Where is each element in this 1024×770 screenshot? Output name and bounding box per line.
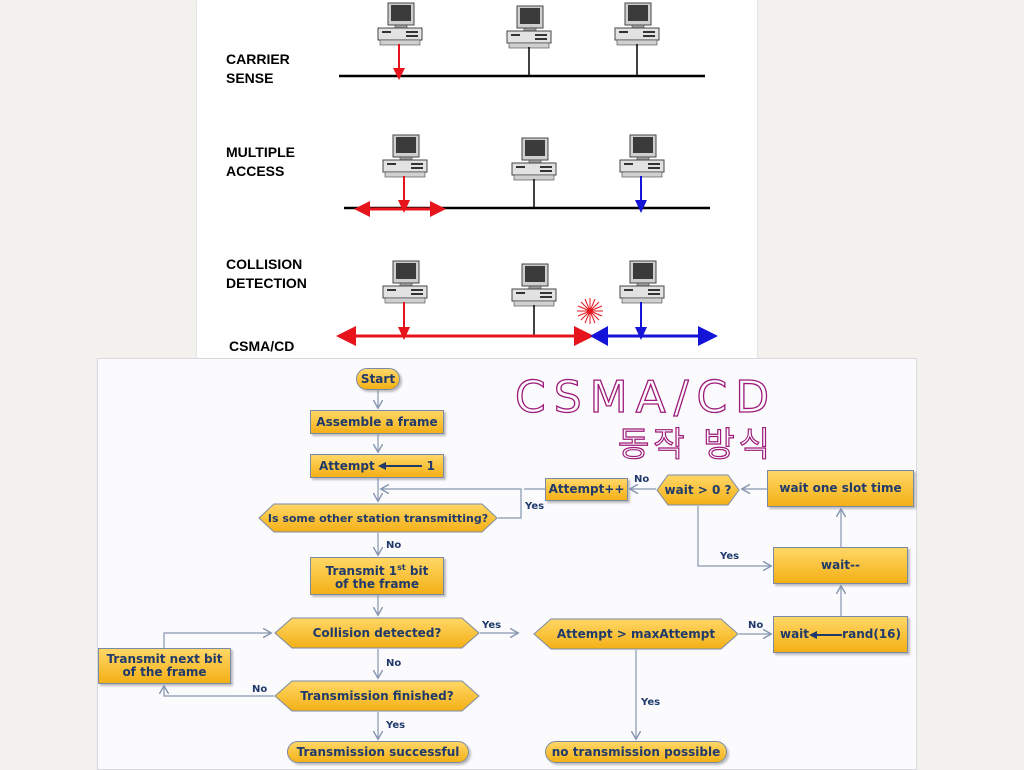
handwritten-annotation: CSMA/CD 동작 방식 xyxy=(514,371,777,465)
edge-label-no: No xyxy=(748,620,764,631)
edge-label-no: No xyxy=(386,540,402,551)
csma-cd-label: CSMA/CD xyxy=(229,338,295,354)
csma-illustration-panel xyxy=(197,0,757,360)
collision-detected-decision: Collision detected? xyxy=(274,617,480,649)
arrow-left-icon xyxy=(809,630,843,639)
attempt-increment-node: Attempt++ xyxy=(545,478,628,501)
edge-label-no: No xyxy=(252,684,268,695)
edge-label-yes: Yes xyxy=(525,501,545,512)
svg-text:동작 방식: 동작 방식 xyxy=(618,425,774,465)
svg-text:CSMA/CD: CSMA/CD xyxy=(515,372,777,423)
start-node: Start xyxy=(356,368,400,390)
edge-label-no: No xyxy=(386,658,402,669)
wait-rand-node: wait rand(16) xyxy=(773,616,908,653)
attempt-max-decision: Attempt > maxAttempt xyxy=(533,618,739,650)
attempt-init-node: Attempt 1 xyxy=(310,454,444,478)
edge-label-yes: Yes xyxy=(386,720,406,731)
arrow-left-icon xyxy=(377,462,422,470)
edge-label-no: No xyxy=(634,474,650,485)
wait-positive-decision: wait > 0 ? xyxy=(656,474,740,506)
transmission-successful-node: Transmission successful xyxy=(287,741,469,763)
transmission-finished-decision: Transmission finished? xyxy=(274,680,480,712)
wait-slot-node: wait one slot time xyxy=(767,470,914,507)
collision-burst-icon xyxy=(577,298,603,324)
wait-decrement-node: wait-- xyxy=(773,547,908,584)
edge-label-yes: Yes xyxy=(720,551,740,562)
station-transmitting-decision: Is some other station transmitting? xyxy=(258,503,498,533)
no-transmission-node: no transmission possible xyxy=(545,741,727,763)
edge-label-yes: Yes xyxy=(641,697,661,708)
edge-label-yes: Yes xyxy=(482,620,502,631)
assemble-frame-node: Assemble a frame xyxy=(310,410,444,434)
transmit-first-bit-node: Transmit 1st bit of the frame xyxy=(310,557,444,595)
